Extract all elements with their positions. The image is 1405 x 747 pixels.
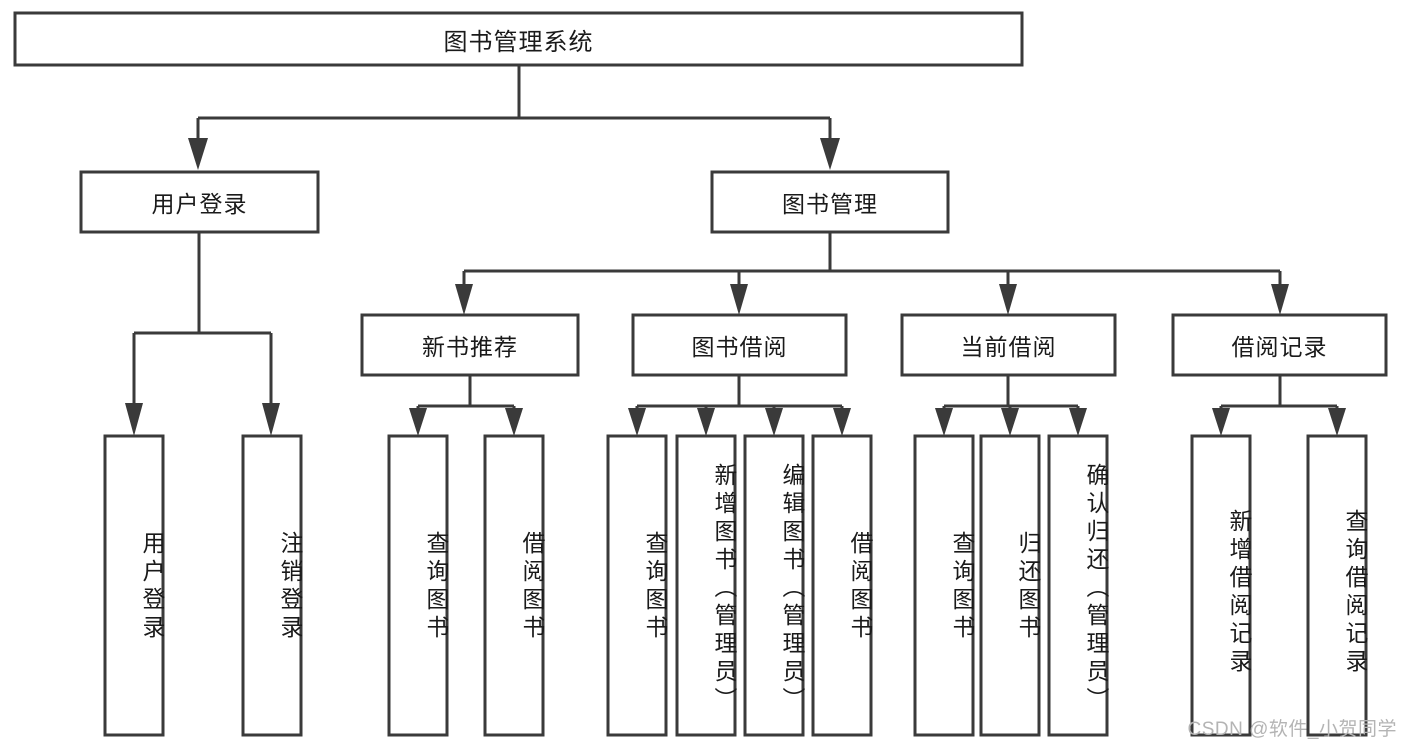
arrow-head-icon <box>999 284 1017 315</box>
connector-new-book-to-leaves <box>409 375 523 436</box>
arrow-head-icon <box>820 138 840 170</box>
node-box-leaf-confirm-return[interactable] <box>1047 434 1109 737</box>
arrow-head-icon <box>1069 408 1087 436</box>
node-box-leaf-borrow-book-1[interactable] <box>483 434 545 737</box>
node-box-leaf-query-book-1[interactable] <box>387 434 449 737</box>
arrow-head-icon <box>765 408 783 436</box>
node-box-current-borrow[interactable] <box>900 313 1117 377</box>
arrow-head-icon <box>125 403 143 436</box>
arrow-head-icon <box>697 408 715 436</box>
connector-root-to-level2 <box>188 65 840 170</box>
arrow-head-icon <box>409 408 427 436</box>
node-box-leaf-return-book[interactable] <box>979 434 1041 737</box>
node-box-leaf-query-record[interactable] <box>1306 434 1368 737</box>
node-box-leaf-edit-book[interactable] <box>743 434 805 737</box>
node-box-leaf-user-login[interactable] <box>103 434 165 737</box>
node-box-root[interactable] <box>13 11 1024 67</box>
arrow-head-icon <box>730 284 748 315</box>
node-box-leaf-add-book[interactable] <box>675 434 737 737</box>
arrow-head-icon <box>1328 408 1346 436</box>
node-box-book-borrow[interactable] <box>631 313 848 377</box>
watermark-text: CSDN @软件_小贺同学 <box>1187 719 1397 740</box>
node-box-user-login[interactable] <box>79 170 320 234</box>
arrow-head-icon <box>1271 284 1289 315</box>
connector-book-manage-to-level3 <box>455 232 1289 315</box>
connector-book-borrow-to-leaves <box>628 375 851 436</box>
node-box-leaf-query-book-2[interactable] <box>606 434 668 737</box>
arrow-head-icon <box>628 408 646 436</box>
connector-current-borrow-to-leaves <box>935 375 1087 436</box>
arrow-head-icon <box>833 408 851 436</box>
arrow-head-icon <box>262 403 280 436</box>
arrow-head-icon <box>1001 408 1019 436</box>
arrow-head-icon <box>188 138 208 170</box>
arrow-head-icon <box>505 408 523 436</box>
node-box-leaf-borrow-book-2[interactable] <box>811 434 873 737</box>
arrow-head-icon <box>935 408 953 436</box>
connector-borrow-record-to-leaves <box>1212 375 1346 436</box>
node-box-borrow-record[interactable] <box>1171 313 1388 377</box>
node-box-leaf-logout[interactable] <box>241 434 303 737</box>
node-box-new-book-rec[interactable] <box>360 313 580 377</box>
node-box-leaf-query-book-3[interactable] <box>913 434 975 737</box>
node-box-leaf-add-record[interactable] <box>1190 434 1252 737</box>
connector-user-login-to-leaves <box>125 232 280 436</box>
arrow-head-icon <box>455 284 473 315</box>
node-box-book-manage[interactable] <box>710 170 950 234</box>
arrow-head-icon <box>1212 408 1230 436</box>
